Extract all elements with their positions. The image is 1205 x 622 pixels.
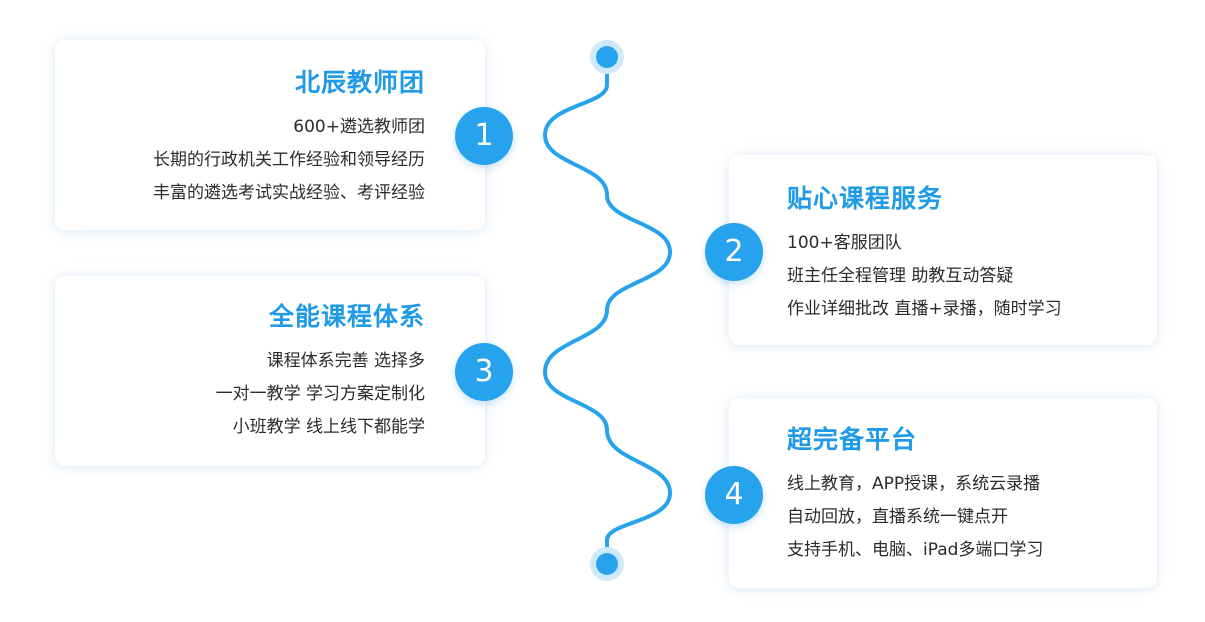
feature-card-platform: 超完备平台 线上教育，APP授课，系统云录播 自动回放，直播系统一键点开 支持手… [729,398,1157,588]
step-number-badge: 3 [455,343,513,401]
timeline-curve [542,56,673,566]
card-line: 长期的行政机关工作经验和领导经历 [153,150,425,170]
timeline-end-dot [590,547,624,581]
card-line: 作业详细批改 直播+录播，随时学习 [787,299,1062,319]
card-line: 小班教学 线上线下都能学 [232,417,425,437]
feature-card-service: 贴心课程服务 100+客服团队 班主任全程管理 助教互动答疑 作业详细批改 直播… [729,155,1157,345]
card-title: 超完备平台 [787,425,918,454]
card-line: 自动回放，直播系统一键点开 [787,507,1008,527]
timeline-start-dot [590,40,624,74]
card-line: 一对一教学 学习方案定制化 [215,384,425,404]
card-line: 课程体系完善 选择多 [266,351,425,371]
step-number-badge: 4 [705,466,763,524]
feature-card-curriculum: 全能课程体系 课程体系完善 选择多 一对一教学 学习方案定制化 小班教学 线上线… [55,276,485,466]
card-title: 北辰教师团 [294,68,425,97]
feature-card-teachers: 北辰教师团 600+遴选教师团 长期的行政机关工作经验和领导经历 丰富的遴选考试… [55,40,485,230]
step-number-badge: 2 [705,223,763,281]
card-title: 贴心课程服务 [787,184,944,213]
card-title: 全能课程体系 [268,302,425,331]
step-number-badge: 1 [455,107,513,165]
card-line: 100+客服团队 [787,233,902,253]
card-line: 支持手机、电脑、iPad多端口学习 [787,540,1044,560]
card-line: 线上教育，APP授课，系统云录播 [787,474,1041,494]
card-line: 600+遴选教师团 [293,117,425,137]
card-line: 丰富的遴选考试实战经验、考评经验 [153,183,425,203]
card-line: 班主任全程管理 助教互动答疑 [787,266,1014,286]
